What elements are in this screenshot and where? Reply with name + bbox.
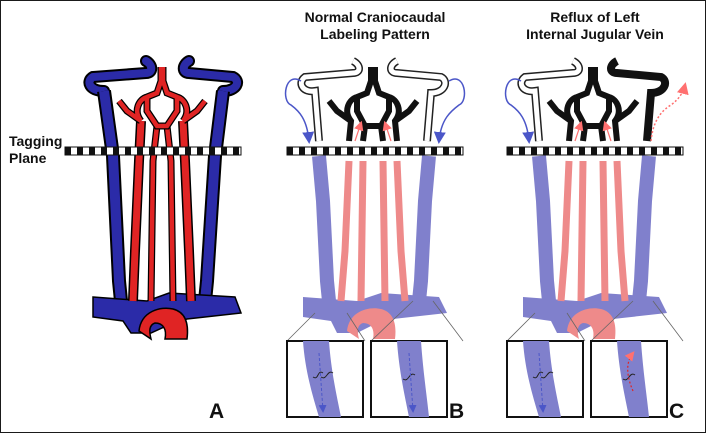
panel-b-title-line2: Labeling Pattern bbox=[320, 26, 430, 42]
panel-c-vessels bbox=[504, 57, 689, 339]
panel-letter-b: B bbox=[449, 400, 465, 423]
inset-b-right bbox=[370, 340, 448, 418]
panel-c-title-line2: Internal Jugular Vein bbox=[526, 26, 664, 42]
panel-c-title: Reflux of Left Internal Jugular Vein bbox=[485, 9, 705, 43]
inset-c-right bbox=[590, 340, 668, 418]
panel-a-vessels bbox=[83, 55, 244, 341]
panel-c-title-line1: Reflux of Left bbox=[550, 9, 640, 25]
panel-b-vessels bbox=[284, 57, 466, 339]
inset-b-left bbox=[286, 340, 364, 418]
tagging-plane-label-line1: Tagging bbox=[9, 133, 63, 149]
tagging-plane-label-line2: Plane bbox=[9, 150, 47, 166]
panel-b-title: Normal Craniocaudal Labeling Pattern bbox=[265, 9, 485, 43]
inset-c-left bbox=[506, 340, 584, 418]
panel-letter-a: A bbox=[209, 400, 225, 423]
panel-b-title-line1: Normal Craniocaudal bbox=[304, 9, 446, 25]
panel-letter-c: C bbox=[669, 400, 685, 423]
tagging-plane-label: Tagging Plane bbox=[9, 133, 62, 167]
